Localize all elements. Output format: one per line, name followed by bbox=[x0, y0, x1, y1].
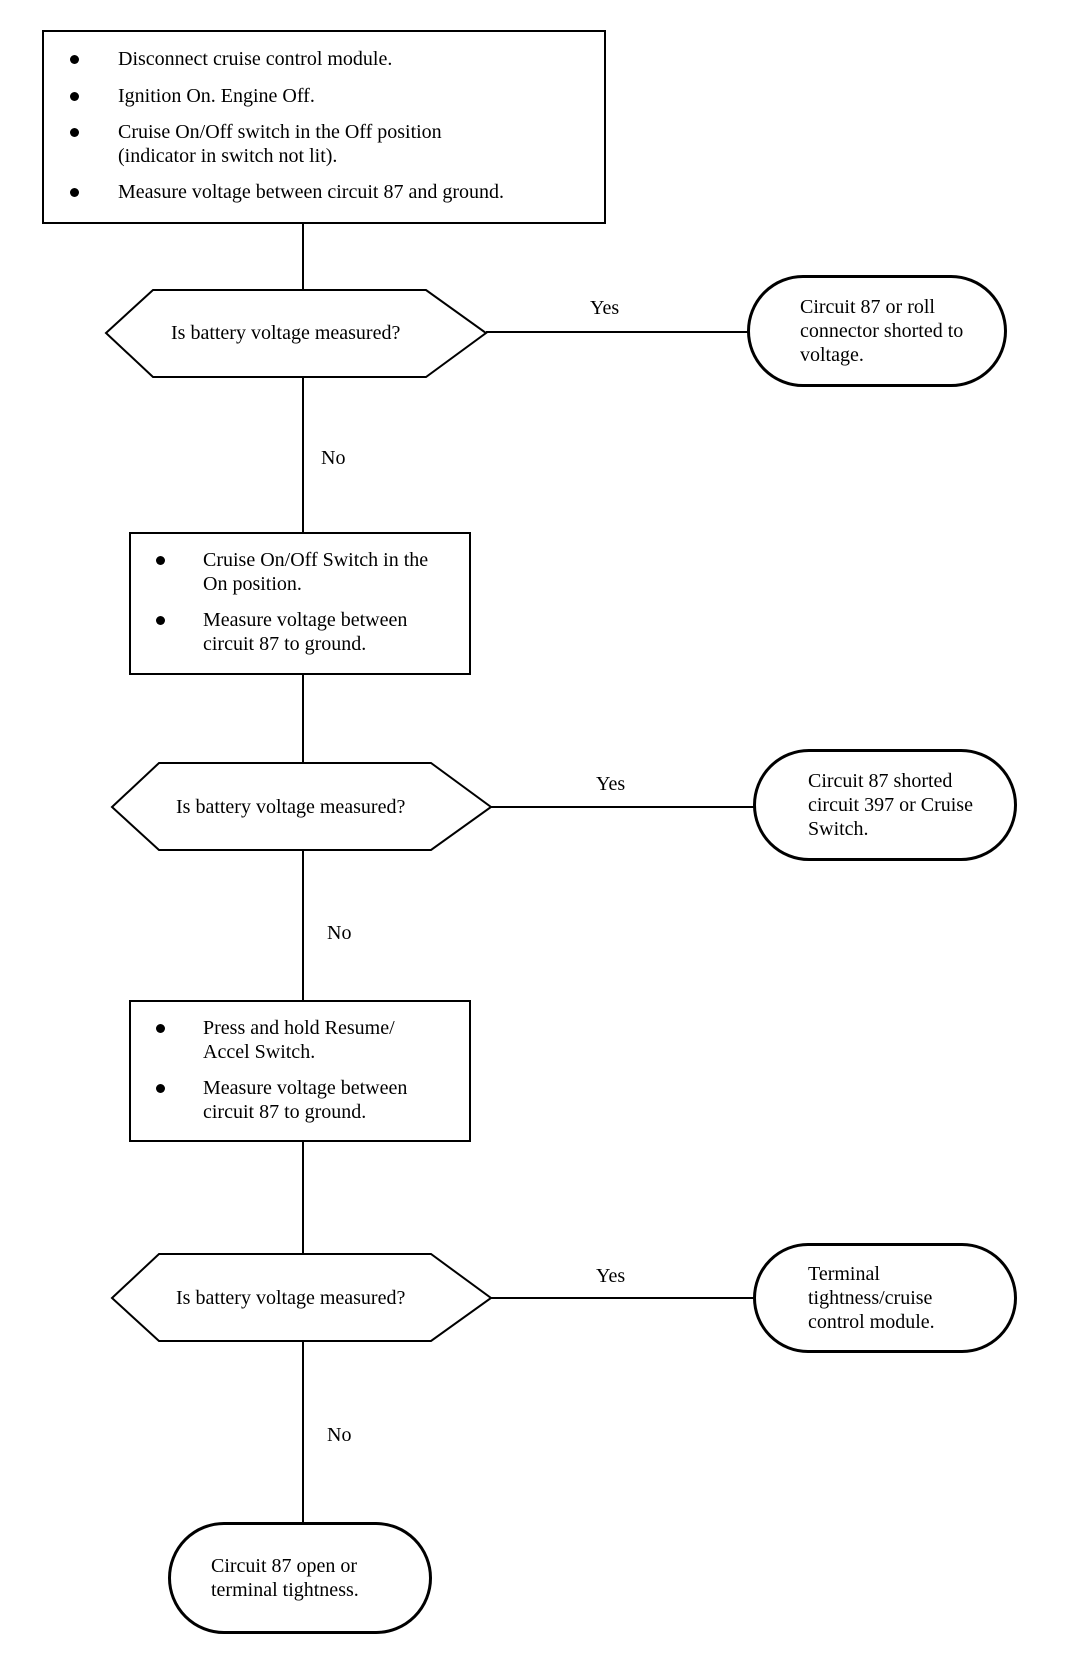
step3-box: Press and hold Resume/ Accel Switch. Mea… bbox=[129, 1000, 471, 1142]
bullet-icon bbox=[70, 55, 79, 64]
question3-yes-label: Yes bbox=[596, 1265, 626, 1287]
decision-diamond-1 bbox=[104, 289, 488, 378]
bullet-icon bbox=[156, 1084, 165, 1093]
result2-text: Circuit 87 shorted circuit 397 or Cruise… bbox=[808, 770, 973, 840]
bullet-icon bbox=[70, 128, 79, 137]
decision-diamond-3 bbox=[110, 1253, 493, 1342]
step1-box: Disconnect cruise control module. Igniti… bbox=[42, 30, 606, 224]
bullet-icon bbox=[70, 188, 79, 197]
question1-text: Is battery voltage measured? bbox=[171, 322, 401, 344]
question3-no-label: No bbox=[327, 1424, 352, 1446]
question1-yes-label: Yes bbox=[590, 297, 620, 319]
bullet-icon bbox=[156, 1024, 165, 1033]
final-text: Circuit 87 open or terminal tightness. bbox=[211, 1555, 359, 1601]
question3-text: Is battery voltage measured? bbox=[176, 1287, 406, 1309]
result3-text: Terminal tightness/cruise control module… bbox=[808, 1263, 935, 1333]
question2-no-label: No bbox=[327, 922, 352, 944]
bullet-icon bbox=[70, 92, 79, 101]
bullet-icon bbox=[156, 556, 165, 565]
question1-no-label: No bbox=[321, 447, 346, 469]
bullet-icon bbox=[156, 616, 165, 625]
question2-yes-label: Yes bbox=[596, 773, 626, 795]
question2-text: Is battery voltage measured? bbox=[176, 796, 406, 818]
decision-diamond-2 bbox=[110, 762, 493, 851]
result1-terminal: Circuit 87 or roll connector shorted to … bbox=[747, 275, 1007, 387]
step2-box: Cruise On/Off Switch in the On position.… bbox=[129, 532, 471, 675]
final-terminal: Circuit 87 open or terminal tightness. bbox=[168, 1522, 432, 1634]
result3-terminal: Terminal tightness/cruise control module… bbox=[753, 1243, 1017, 1353]
result2-terminal: Circuit 87 shorted circuit 397 or Cruise… bbox=[753, 749, 1017, 861]
result1-text: Circuit 87 or roll connector shorted to … bbox=[800, 296, 964, 366]
